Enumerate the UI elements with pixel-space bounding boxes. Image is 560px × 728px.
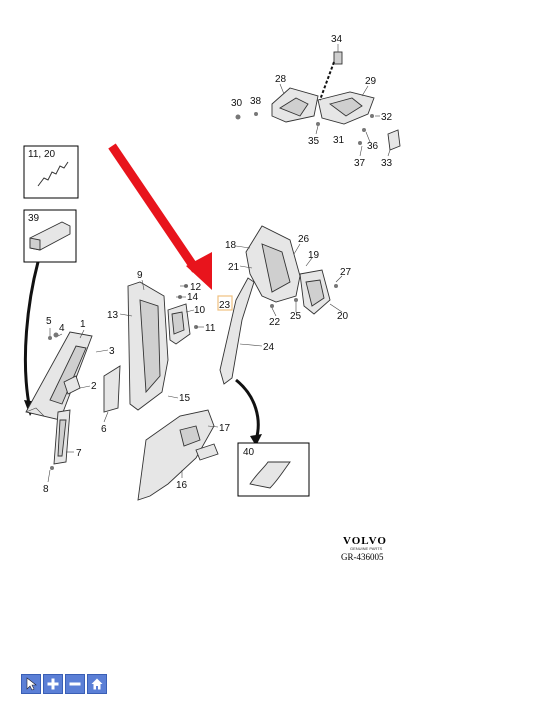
label-38: 38 bbox=[250, 96, 262, 107]
inset-spring bbox=[23, 145, 79, 199]
home-button[interactable] bbox=[87, 674, 107, 694]
label-15: 15 bbox=[179, 393, 191, 404]
zoom-in-icon bbox=[47, 678, 59, 690]
label-17: 17 bbox=[219, 423, 231, 434]
brand-logo: VOLVO bbox=[343, 535, 387, 547]
label-35: 35 bbox=[308, 136, 320, 147]
label-3: 3 bbox=[109, 346, 115, 357]
label-12: 12 bbox=[190, 282, 202, 293]
label-9: 9 bbox=[137, 270, 143, 281]
label-14: 14 bbox=[187, 292, 199, 303]
label-10: 10 bbox=[194, 305, 206, 316]
label-4: 4 bbox=[59, 323, 65, 334]
inset-foam-label: 40 bbox=[243, 447, 255, 458]
inset-spring-label: 11, 20 bbox=[28, 149, 55, 160]
label-6: 6 bbox=[101, 424, 107, 435]
label-11: 11 bbox=[205, 323, 216, 334]
diagram-reference: GR-436005 bbox=[341, 552, 384, 562]
label-1: 1 bbox=[80, 319, 86, 330]
label-22: 22 bbox=[269, 317, 281, 328]
top-assembly bbox=[235, 44, 401, 157]
label-2: 2 bbox=[91, 381, 97, 392]
c-pillar-parts bbox=[217, 225, 343, 385]
viewer-toolbar bbox=[21, 674, 107, 694]
label-16: 16 bbox=[176, 480, 188, 491]
b-pillar-parts bbox=[119, 279, 219, 501]
label-30: 30 bbox=[231, 98, 243, 109]
label-23: 23 bbox=[219, 300, 231, 311]
label-24: 24 bbox=[263, 342, 275, 353]
label-20: 20 bbox=[337, 311, 349, 322]
label-28: 28 bbox=[275, 74, 287, 85]
label-21: 21 bbox=[228, 262, 240, 273]
label-7: 7 bbox=[76, 448, 82, 459]
inset-foam bbox=[235, 378, 310, 497]
zoom-out-button[interactable] bbox=[65, 674, 85, 694]
inset-clip bbox=[23, 209, 77, 416]
left-sill-parts bbox=[25, 328, 121, 483]
label-13: 13 bbox=[107, 310, 119, 321]
label-37: 37 bbox=[354, 158, 366, 169]
label-32: 32 bbox=[381, 112, 393, 123]
label-34: 34 bbox=[331, 34, 343, 45]
label-33: 33 bbox=[381, 158, 393, 169]
zoom-in-button[interactable] bbox=[43, 674, 63, 694]
label-19: 19 bbox=[308, 250, 320, 261]
red-pointer-arrow bbox=[108, 143, 212, 290]
label-26: 26 bbox=[298, 234, 310, 245]
home-icon bbox=[91, 678, 103, 690]
label-25: 25 bbox=[290, 311, 302, 322]
label-8: 8 bbox=[43, 484, 49, 495]
label-31: 31 bbox=[333, 135, 345, 146]
label-27: 27 bbox=[340, 267, 352, 278]
label-29: 29 bbox=[365, 76, 377, 87]
label-5: 5 bbox=[46, 316, 52, 327]
zoom-out-icon bbox=[69, 682, 81, 686]
pointer-icon bbox=[26, 677, 37, 691]
label-36: 36 bbox=[367, 141, 379, 152]
brand-subtitle: GENUINE PARTS bbox=[350, 546, 383, 551]
pointer-button[interactable] bbox=[21, 674, 41, 694]
label-18: 18 bbox=[225, 240, 237, 251]
inset-clip-label: 39 bbox=[28, 213, 40, 224]
